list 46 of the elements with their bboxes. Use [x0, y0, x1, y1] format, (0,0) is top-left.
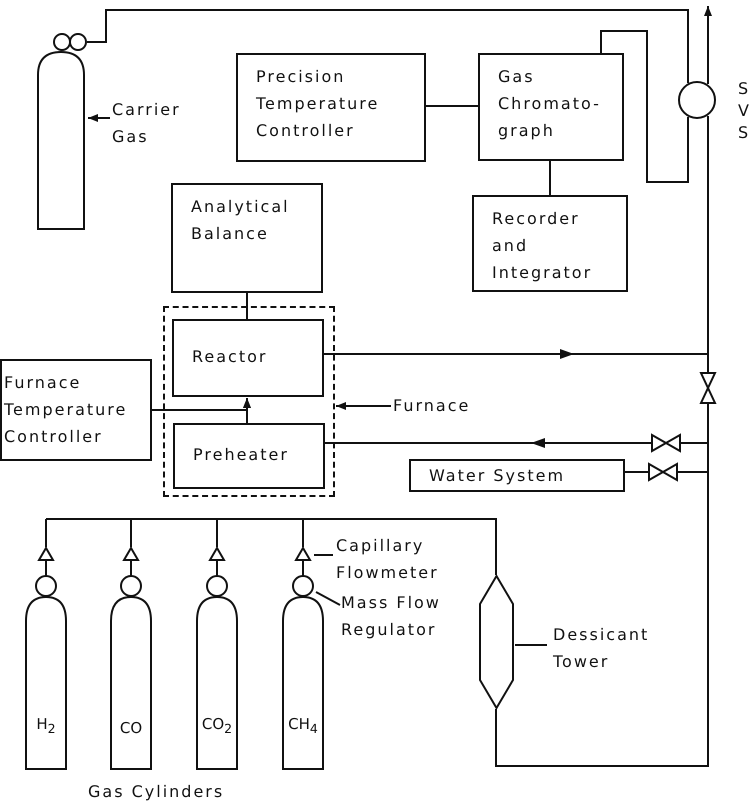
- pipe-line: [87, 9, 689, 83]
- text-label: Carrier Gas: [112, 96, 212, 152]
- pipe-line: [549, 161, 551, 195]
- text-label: Mass Flow Regulator: [341, 589, 471, 645]
- gas-cylinder: CO: [110, 546, 152, 770]
- text-label: Furnace: [393, 392, 498, 420]
- leader-arrow: [336, 402, 391, 410]
- equipment-box: Reactor: [172, 319, 324, 397]
- arrow: [243, 398, 251, 423]
- pipe-line: [216, 519, 218, 547]
- equipment-box: Recorder and Integrator: [472, 195, 628, 292]
- pipe-line: [707, 443, 709, 472]
- equipment-box: Analytical Balance: [171, 183, 323, 293]
- pipe-line: [131, 518, 217, 520]
- pipe-line: [46, 518, 131, 520]
- equipment-box: Precision Temperature Controller: [236, 53, 426, 162]
- pipe-line: [303, 518, 497, 575]
- pipe-line: [600, 30, 689, 183]
- equipment-box: Gas Chromato- graph: [478, 53, 624, 161]
- valve-label: S V S: [738, 78, 750, 144]
- furnace-boundary: [163, 306, 335, 497]
- text-label: Capillary Flowmeter: [336, 532, 476, 588]
- leader-arrow: [88, 114, 110, 122]
- equipment-box: Water System: [409, 459, 625, 492]
- text-label: Dessicant Tower: [553, 621, 673, 677]
- pipe-line: [246, 293, 248, 319]
- pipe-line: [217, 518, 303, 520]
- sampling-valve-symbol: [678, 81, 716, 119]
- pipe-line: [130, 519, 132, 547]
- pipe-line: [314, 554, 333, 556]
- pipe-line: [707, 116, 709, 354]
- gas-cylinder: [37, 30, 87, 230]
- pipe-line: [302, 519, 304, 547]
- pipe-line: [495, 472, 709, 767]
- flow-arrow: [704, 6, 712, 84]
- group-label: Gas Cylinders: [88, 781, 224, 803]
- pipe-line: [426, 105, 478, 107]
- equipment-box: Furnace Temperature Controller: [0, 359, 152, 461]
- equipment-box: Preheater: [173, 423, 325, 489]
- pipe-line: [515, 644, 547, 646]
- pipe-line: [45, 519, 47, 547]
- dessicant-tower-drawing: [479, 575, 514, 709]
- pipe-line: [316, 591, 340, 606]
- gas-cylinder: H$_{2}$: [25, 546, 67, 770]
- gas-cylinder: CH$_{4}$: [282, 546, 324, 770]
- gas-cylinder: CO$_{2}$: [196, 546, 238, 770]
